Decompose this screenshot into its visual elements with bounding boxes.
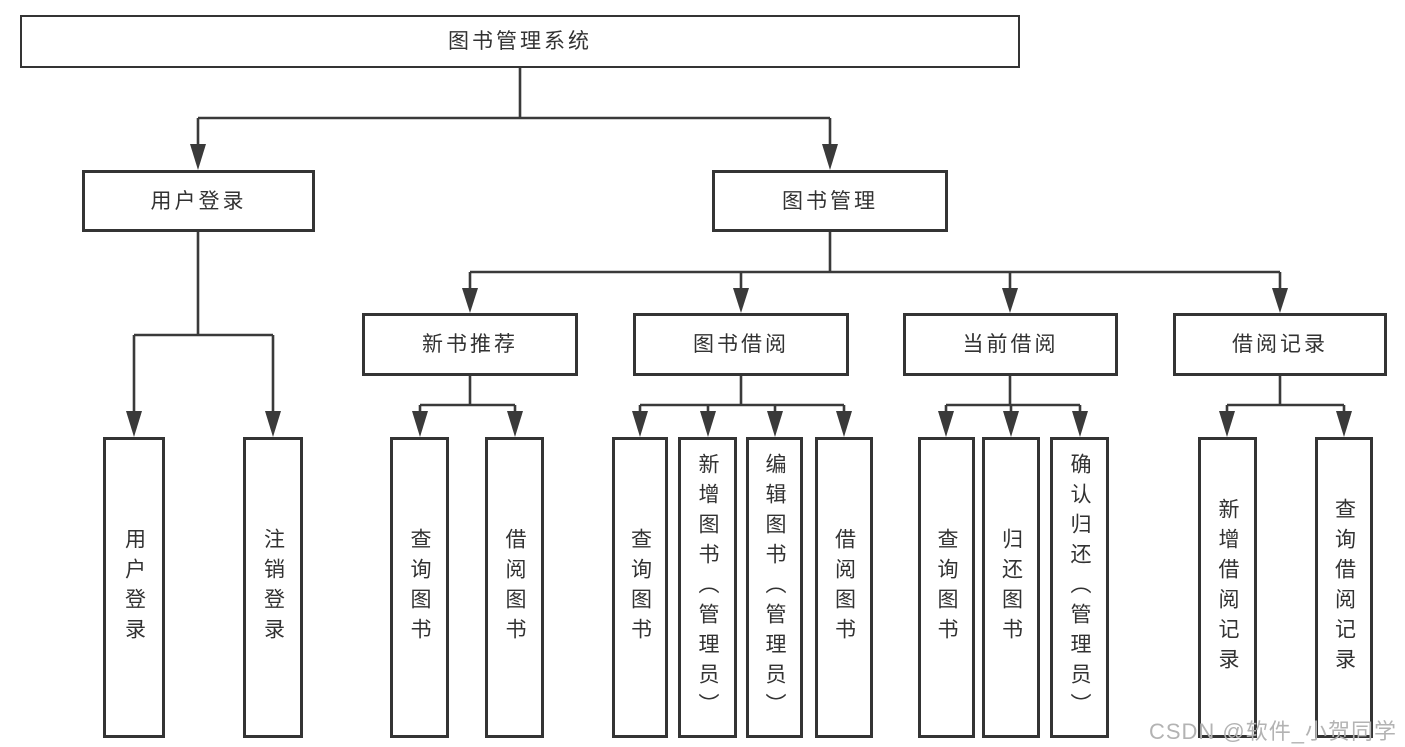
leaf-query-books-borrowing: 查询图书 <box>612 437 668 738</box>
leaf-edit-books-admin: 编辑图书（管理员） <box>746 437 803 738</box>
leaf-user-login: 用户登录 <box>103 437 165 738</box>
connector-user-login-branch <box>126 232 281 437</box>
leaf-query-books-current: 查询图书 <box>918 437 975 738</box>
node-book-borrowing: 图书借阅 <box>633 313 849 376</box>
leaf-borrow-books: 借阅图书 <box>815 437 873 738</box>
leaf-query-books-recommend: 查询图书 <box>390 437 449 738</box>
node-new-book-recommend: 新书推荐 <box>362 313 578 376</box>
node-borrowing-records: 借阅记录 <box>1173 313 1387 376</box>
connector-book-borrowing-branch <box>632 376 852 437</box>
leaf-query-borrow-record: 查询借阅记录 <box>1315 437 1373 738</box>
leaf-confirm-return-admin: 确认归还（管理员） <box>1050 437 1109 738</box>
connector-book-management-branch <box>462 232 1288 313</box>
connector-current-borrowing-branch <box>938 376 1088 437</box>
leaf-borrow-books-recommend: 借阅图书 <box>485 437 544 738</box>
watermark: CSDN @软件_小贺同学 <box>1148 719 1397 744</box>
node-current-borrowing: 当前借阅 <box>903 313 1118 376</box>
connector-root-to-level2 <box>190 68 838 170</box>
leaf-add-books-admin: 新增图书（管理员） <box>678 437 737 738</box>
node-library-management-system: 图书管理系统 <box>20 15 1020 68</box>
connector-borrowing-records-branch <box>1219 376 1352 437</box>
connector-new-book-recommend-branch <box>412 376 523 437</box>
node-user-login: 用户登录 <box>82 170 315 232</box>
leaf-return-books: 归还图书 <box>982 437 1040 738</box>
leaf-add-borrow-record: 新增借阅记录 <box>1198 437 1257 738</box>
node-book-management: 图书管理 <box>712 170 948 232</box>
leaf-logout: 注销登录 <box>243 437 303 738</box>
